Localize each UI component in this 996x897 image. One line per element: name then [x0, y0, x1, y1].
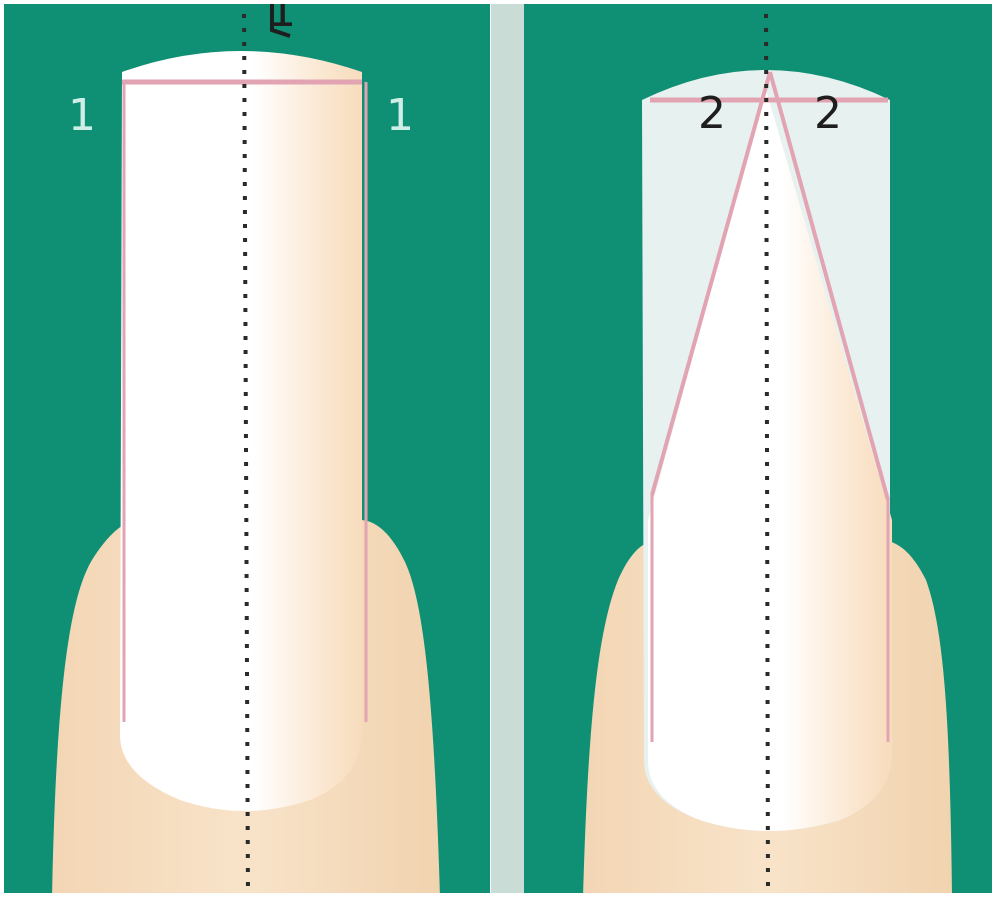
left-nail: [120, 51, 362, 811]
top-mark-label: 1: [268, 0, 296, 37]
right-label-left: 2: [698, 88, 726, 139]
left-label-right: 1: [386, 90, 414, 141]
panel-divider: [491, 0, 524, 897]
right-panel: 2 2: [524, 0, 992, 897]
left-panel: 1 1 1: [4, 0, 490, 897]
right-label-right: 2: [814, 88, 842, 139]
left-label-left: 1: [68, 90, 96, 141]
